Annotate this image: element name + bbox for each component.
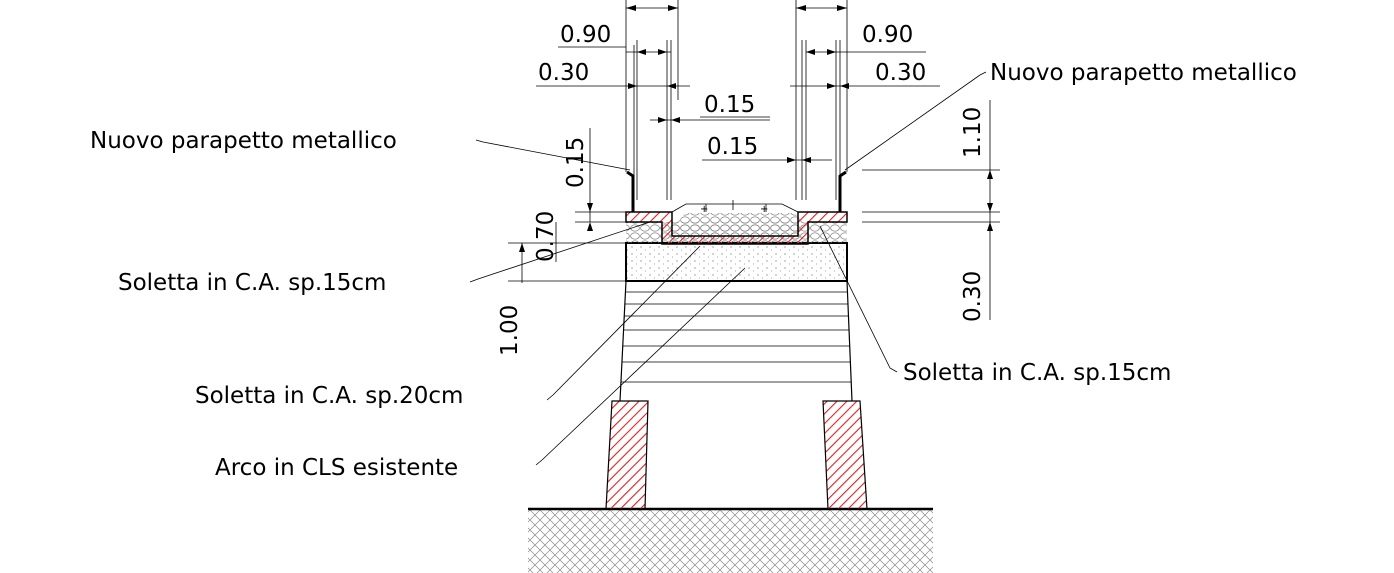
track-top: + + bbox=[671, 200, 799, 215]
pier-right bbox=[822, 400, 868, 510]
dimensions-right bbox=[702, 0, 940, 200]
dim-030-vertical: 0.30 bbox=[960, 271, 986, 322]
ground bbox=[528, 507, 933, 573]
dim-030-left: 0.30 bbox=[538, 60, 589, 86]
dimensions-left bbox=[536, 0, 770, 200]
callout-parapet-right: Nuovo parapetto metallico bbox=[990, 60, 1297, 86]
dim-015-mid-bottom: 0.15 bbox=[707, 134, 758, 160]
dimensions-vertical-left bbox=[508, 128, 626, 283]
svg-text:+: + bbox=[700, 204, 708, 215]
svg-text:+: + bbox=[760, 204, 768, 215]
dim-070-vertical: 0.70 bbox=[533, 211, 559, 262]
pier-left bbox=[605, 400, 649, 510]
callout-slab15-left: Soletta in C.A. sp.15cm bbox=[118, 270, 386, 296]
dimensions-vertical-right bbox=[862, 100, 1000, 320]
slab-15cm bbox=[625, 211, 848, 245]
existing-arch bbox=[619, 280, 853, 402]
leaders bbox=[469, 71, 987, 466]
dim-030-right: 0.30 bbox=[875, 60, 926, 86]
dim-090-right: 0.90 bbox=[862, 22, 913, 48]
dim-090-left: 0.90 bbox=[560, 22, 611, 48]
parapet-left bbox=[626, 170, 635, 212]
callout-parapet-left: Nuovo parapetto metallico bbox=[90, 128, 397, 154]
callout-arch: Arco in CLS esistente bbox=[215, 455, 458, 481]
dim-110-vertical: 1.10 bbox=[960, 107, 986, 158]
slab-20cm bbox=[625, 242, 848, 282]
dim-015-mid-top: 0.15 bbox=[704, 92, 755, 118]
callout-slab15-right: Soletta in C.A. sp.15cm bbox=[903, 360, 1171, 386]
parapet-right bbox=[838, 170, 847, 212]
callout-slab20: Soletta in C.A. sp.20cm bbox=[195, 383, 463, 409]
dim-015-vertical: 0.15 bbox=[563, 137, 589, 188]
dim-100-vertical: 1.00 bbox=[497, 305, 523, 356]
